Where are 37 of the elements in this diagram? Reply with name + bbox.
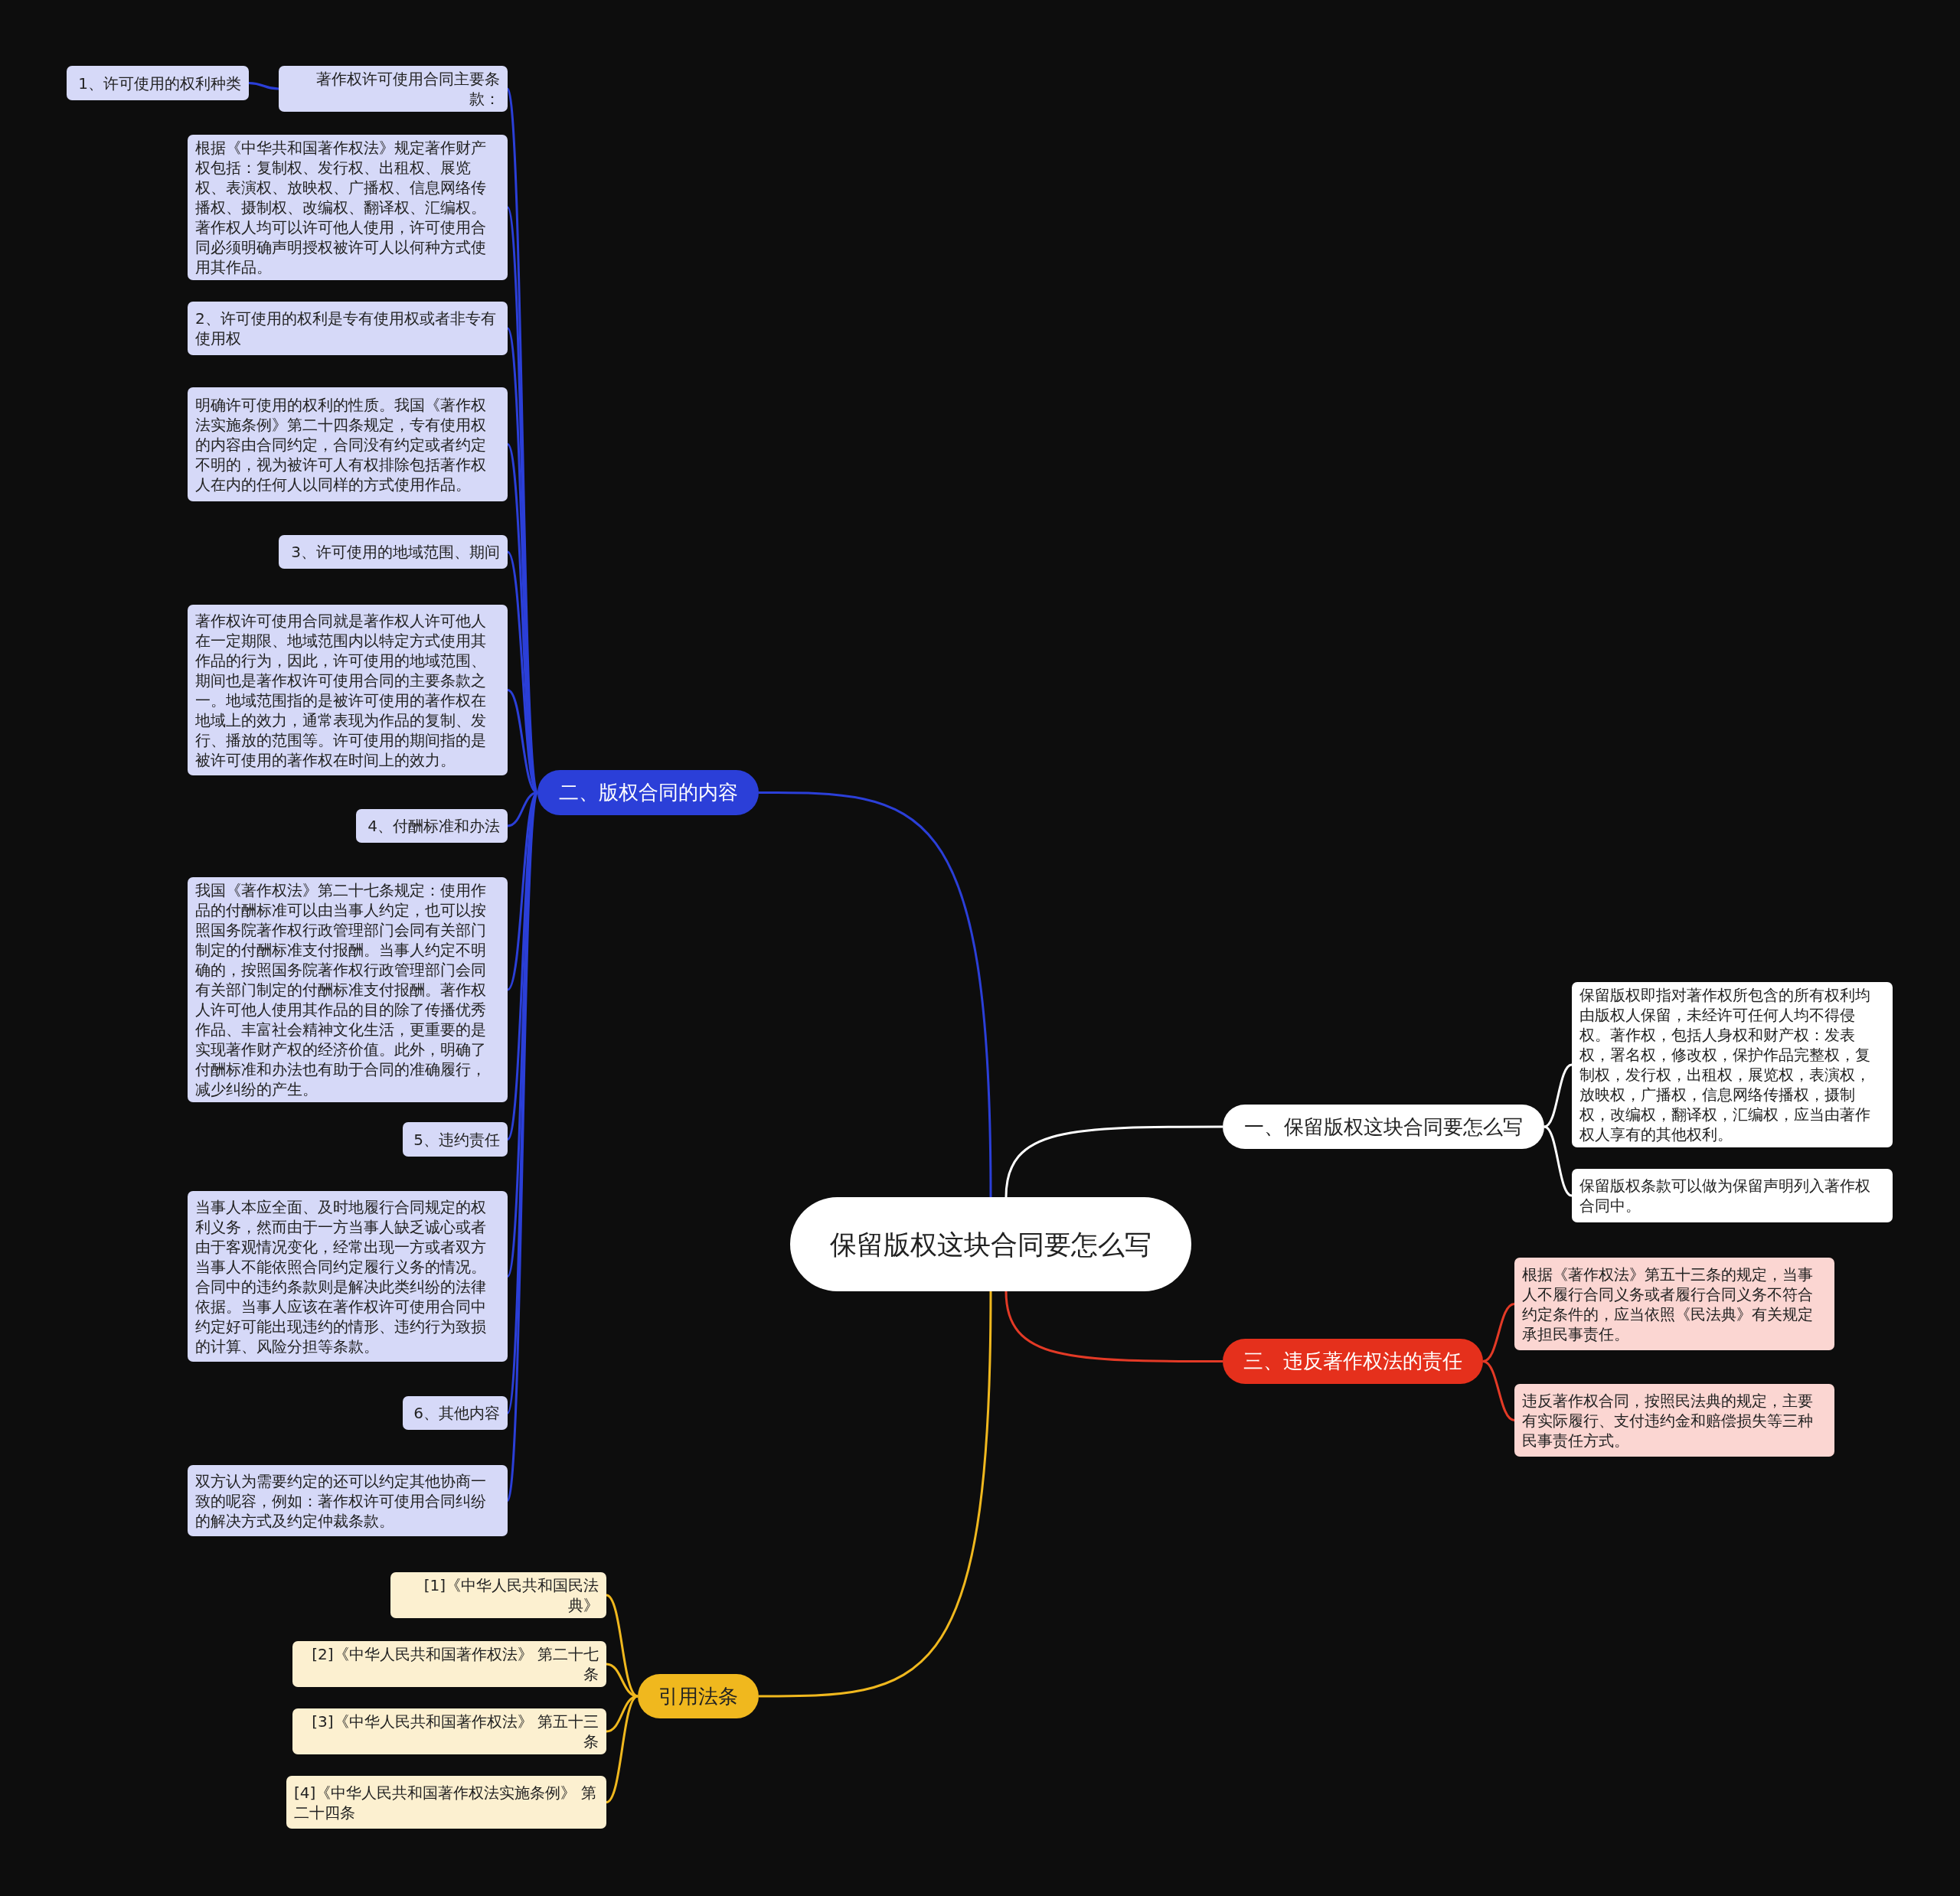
text-card: 著作权许可使用合同就是著作权人许可他人在一定期限、地域范围内以特定方式使用其作品的行为，因此，许可使用的地域范围、期间也是著作权许可使用合同的主要条款之一。地域范围指的是被许可使用的著作权在地域上的效力，通常表现为作品的复制、发行、播放的范围等。许可使用的期间指的是被许可使用的著作权在时间上的效力。 [188, 605, 508, 775]
text-card: 著作权许可使用合同主要条款： [279, 66, 508, 112]
text-card: 保留版权条款可以做为保留声明列入著作权合同中。 [1572, 1169, 1893, 1222]
text-card: [2]《中华人民共和国著作权法》 第二十七条 [292, 1641, 606, 1687]
connector-line [606, 1663, 639, 1698]
connector-line [1544, 1063, 1573, 1128]
text-card: 违反著作权合同，按照民法典的规定，主要有实际履行、支付违约金和赔偿损失等三种民事责任方式。 [1514, 1384, 1834, 1457]
text-card: [3]《中华人民共和国著作权法》 第五十三条 [292, 1708, 606, 1754]
connector-line [1544, 1125, 1573, 1197]
central-topic: 保留版权这块合同要怎么写 [790, 1197, 1191, 1291]
text-card: 4、付酬标准和办法 [356, 809, 508, 843]
text-card: 保留版权即指对著作权所包含的所有权利均由版权人保留，未经许可任何人均不得侵权。著作权，包括人身权和财产权：发表权，署名权，修改权，保护作品完整权，复制权，发行权，出租权，展览权，表演权，放映权，广播权，信息网络传播权，摄制权，改编权，翻译权，汇编权，应当由著作权人享有的其他权利。 [1572, 982, 1893, 1147]
text-card: 3、许可使用的地域范围、期间 [279, 535, 508, 569]
connector-line [759, 1291, 992, 1698]
connector-line [1004, 1125, 1223, 1198]
text-card: 5、违约责任 [403, 1122, 508, 1157]
connector-line [759, 791, 992, 1198]
connector-line [248, 82, 279, 90]
text-card: 2、许可使用的权利是专有使用权或者非专有使用权 [188, 302, 508, 355]
branch-topic: 三、违反著作权法的责任 [1223, 1339, 1483, 1384]
text-card: 当事人本应全面、及时地履行合同规定的权利义务，然而由于一方当事人缺乏诚心或者由于客观情况变化，经常出现一方或者双方当事人不能依照合同约定履行义务的情况。合同中的违约条款则是解决此类纠纷的法律依据。当事人应该在著作权许可使用合同中约定好可能出现违约的情形、违约行为致损的计算、风险分担等条款。 [188, 1191, 508, 1362]
connector-line [606, 1695, 639, 1803]
connector-line [1482, 1360, 1515, 1421]
text-card: [4]《中华人民共和国著作权法实施条例》 第二十四条 [286, 1776, 606, 1829]
text-card: 1、许可使用的权利种类 [67, 66, 249, 100]
connector-line [1482, 1303, 1515, 1362]
text-card: 根据《中华共和国著作权法》规定著作财产权包括：复制权、发行权、出租权、展览权、表演权、放映权、广播权、信息网络传播权、摄制权、改编权、翻译权、汇编权。著作权人均可以许可他人使用，许可使用合同必须明确声明授权被许可人以何种方式使用其作品。 [188, 135, 508, 280]
text-card: 根据《著作权法》第五十三条的规定，当事人不履行合同义务或者履行合同义务不符合约定条件的，应当依照《民法典》有关规定承担民事责任。 [1514, 1258, 1834, 1350]
branch-topic: 一、保留版权这块合同要怎么写 [1223, 1105, 1544, 1149]
text-card: 明确许可使用的权利的性质。我国《著作权法实施条例》第二十四条规定，专有使用权的内容由合同约定，合同没有约定或者约定不明的，视为被许可人有权排除包括著作权人在内的任何人以同样的方式使用作品。 [188, 387, 508, 501]
text-card: 我国《著作权法》第二十七条规定：使用作品的付酬标准可以由当事人约定，也可以按照国务院著作权行政管理部门会同有关部门制定的付酬标准支付报酬。当事人约定不明确的，按照国务院著作权行政管理部门会同有关部门制定的付酬标准支付报酬。著作权人许可他人使用其作品的目的除了传播优秀作品、丰富社会精神文化生活，更重要的是实现著作财产权的经济价值。此外，明确了付酬标准和办法也有助于合同的准确履行，减少纠纷的产生。 [188, 877, 508, 1102]
text-card: [1]《中华人民共和国民法典》 [390, 1572, 606, 1618]
text-card: 6、其他内容 [403, 1396, 508, 1430]
branch-topic: 二、版权合同的内容 [537, 770, 759, 815]
connector-line [1004, 1291, 1223, 1362]
text-card: 双方认为需要约定的还可以约定其他协商一致的呢容，例如：著作权许可使用合同纠纷的解决方式及约定仲裁条款。 [188, 1465, 508, 1536]
branch-topic: 引用法条 [638, 1674, 759, 1718]
